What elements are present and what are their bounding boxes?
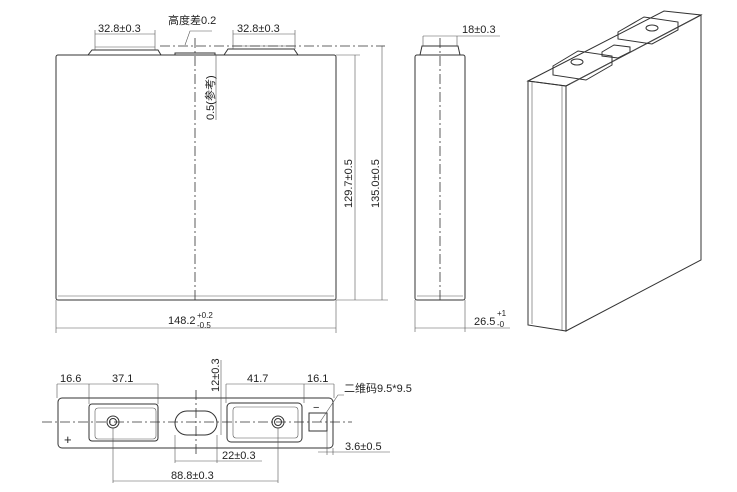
width-tol-plus: +0.2 xyxy=(197,311,213,320)
total-height-dim: 135.0±0.5 xyxy=(370,159,382,208)
front-terminal-right-dim: 32.8±0.3 xyxy=(237,23,280,35)
positive-terminal xyxy=(88,403,159,442)
vent-height-dim: 12±0.3 xyxy=(210,358,222,392)
vent-width-dim: 22±0.3 xyxy=(222,450,256,462)
iso-terminal-right xyxy=(617,16,679,45)
iso-top-face xyxy=(526,10,703,87)
iso-side-face xyxy=(527,80,567,332)
iso-terminal-left xyxy=(552,50,613,81)
height-difference-label: 高度差0.2 xyxy=(168,13,216,27)
left-margin-dim: 16.6 xyxy=(60,373,81,385)
side-view: 18±0.3 26.5 +1 -0 xyxy=(414,24,510,332)
negative-mark: − xyxy=(313,402,319,414)
width-tol-minus: -0.5 xyxy=(197,321,211,330)
thickness-tol-minus: -0 xyxy=(497,320,505,329)
qr-code xyxy=(308,412,328,432)
iso-vent xyxy=(601,44,631,59)
left-terminal-dim: 37.1 xyxy=(112,373,133,385)
iso-front-face xyxy=(565,14,702,332)
width-dim: 148.2 xyxy=(168,315,196,327)
thickness-tol-plus: +1 xyxy=(497,309,507,318)
positive-mark: + xyxy=(64,432,72,447)
front-terminal-left-dim: 32.8±0.3 xyxy=(98,23,141,35)
thickness-dim: 26.5 xyxy=(474,316,495,328)
side-terminal xyxy=(419,45,461,56)
front-terminal-right xyxy=(223,48,299,56)
right-terminal-dim: 41.7 xyxy=(247,373,268,385)
terminal-pitch-dim: 88.8±0.3 xyxy=(171,470,214,482)
qr-offset-dim: 3.6±0.5 xyxy=(345,441,382,453)
qr-code-label: 二维码9.5*9.5 xyxy=(344,382,412,395)
front-view: 32.8±0.3 32.8±0.3 高度差0.2 0.5(参考) 129.7±0… xyxy=(55,13,388,333)
front-body xyxy=(55,54,337,301)
top-body xyxy=(57,397,334,449)
right-margin-dim: 16.1 xyxy=(307,373,328,385)
body-height-dim: 129.7±0.5 xyxy=(343,159,355,208)
side-terminal-dim: 18±0.3 xyxy=(462,24,496,36)
isometric-view xyxy=(526,10,703,332)
top-view: + − 16.6 37.1 41.7 16.1 12±0.3 二维码9.5*9.… xyxy=(42,358,412,483)
negative-terminal xyxy=(226,402,303,443)
reference-label: 0.5(参考) xyxy=(203,75,217,120)
front-terminal-left xyxy=(86,49,162,56)
